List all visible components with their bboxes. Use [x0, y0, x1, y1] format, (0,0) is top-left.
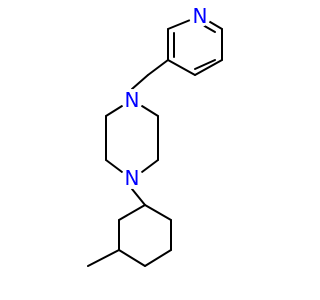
- bond-layer: [87, 15, 223, 267]
- piperazine-bond-n1-c2: [141, 105, 159, 117]
- atom-piperazine-nitrogen-4: N: [121, 166, 143, 190]
- piperazine-bond-c3-n4: [141, 159, 159, 173]
- atom-label-piperazine-n4: N: [125, 166, 140, 190]
- amine-bond-n4-cyclohexyl: [131, 188, 146, 206]
- atom-label-pyridine-n: N: [193, 4, 208, 28]
- cyclohexane-bond-4: [118, 249, 146, 267]
- atom-piperazine-nitrogen-1: N: [121, 88, 143, 112]
- methyl-bond: [87, 249, 120, 267]
- pyridine-bond-c4-c5: [167, 59, 196, 76]
- atom-label-piperazine-n1: N: [125, 88, 140, 112]
- linker-bond-ch2-n1: [131, 74, 149, 90]
- cyclohexane-bond-6: [118, 204, 146, 221]
- structure-diagram: N N N: [87, 4, 223, 267]
- atom-pyridine-nitrogen: N: [189, 4, 211, 28]
- cyclohexane-bond-1: [144, 204, 172, 221]
- pyridine-double-c3-c4: [194, 59, 216, 70]
- linker-bond-ring-ch2: [147, 59, 169, 76]
- atom-label-layer: N N N: [121, 4, 211, 190]
- piperazine-bond-n4-c5: [105, 159, 123, 173]
- piperazine-bond-c6-n1: [105, 105, 123, 117]
- cyclohexane-bond-3: [144, 249, 172, 267]
- pyridine-bond-c3-c4: [194, 59, 223, 76]
